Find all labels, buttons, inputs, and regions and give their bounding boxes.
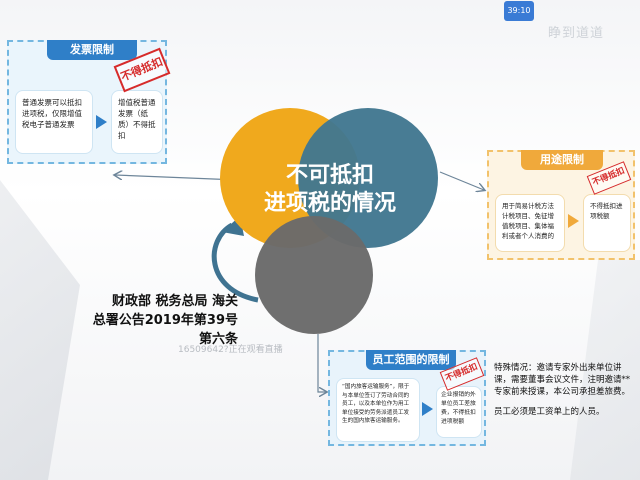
note-payroll: 员工必须是工资单上的人员。 (494, 407, 605, 417)
arrow-to-staff-panel (317, 334, 326, 392)
note-special-case: 特殊情况：邀请专家外出来单位讲课，需要董事会议文件，注明邀请**专家前来授课，本… (494, 363, 631, 397)
special-notes: 特殊情况：邀请专家外出来单位讲课，需要董事会议文件，注明邀请**专家前来授课，本… (494, 362, 632, 418)
timer-badge: 39:10 (504, 1, 534, 21)
invoice-arrow (96, 115, 107, 129)
staff-panel-header: 员工范围的限制 (366, 350, 456, 370)
invoice-left-box: 普通发票可以抵扣进项税，仅限增值税电子普通发票 (15, 90, 93, 154)
staff-left-box: “国内旅客运输服务”，限于与本单位签订了劳动合同的员工，以及本单位作为用工单位接… (336, 378, 420, 442)
source-line-2: 总署公告2019年第39号 (92, 313, 238, 328)
use-left-box: 用于简易计税方法计税项目、免征增值税项目、集体福利或者个人消费的 (495, 194, 565, 252)
staff-arrow (422, 402, 433, 416)
use-panel-header: 用途限制 (521, 150, 603, 170)
staff-restriction-panel: 员工范围的限制 “国内旅客运输服务”，限于与本单位签订了劳动合同的员工，以及本单… (328, 350, 486, 446)
arrow-to-use-panel (439, 171, 484, 190)
title-line-2: 进项税的情况 (263, 191, 396, 216)
main-title: 不可抵扣 进项税的情况 (250, 162, 410, 218)
top-watermark: 睁到道道 (548, 26, 605, 41)
invoice-restriction-panel: 发票限制 普通发票可以抵扣进项税，仅限增值税电子普通发票 增值税普通发票（纸质）… (7, 40, 171, 164)
use-right-box: 不得抵扣进项税额 (583, 194, 631, 252)
use-arrow (568, 214, 579, 228)
source-line-3: 第六条 (198, 332, 238, 347)
arrow-to-invoice-panel (115, 175, 239, 181)
title-line-1: 不可抵扣 (285, 163, 374, 188)
use-restriction-panel: 用途限制 用于简易计税方法计税项目、免征增值税项目、集体福利或者个人消费的 不得… (487, 150, 635, 260)
gray-circle (255, 216, 373, 334)
regulation-source: 财政部 税务总局 海关 总署公告2019年第39号 第六条 (78, 292, 238, 349)
invoice-panel-header: 发票限制 (47, 40, 137, 60)
source-line-1: 财政部 税务总局 海关 (111, 294, 238, 309)
viewer-watermark: 16509642?正在观看直播 (178, 345, 283, 355)
staff-right-box: 企业报销的外单位员工差旅费，不得抵扣进项税额 (436, 386, 482, 438)
invoice-right-box: 增值税普通发票（纸质）不得抵扣 (111, 90, 163, 154)
